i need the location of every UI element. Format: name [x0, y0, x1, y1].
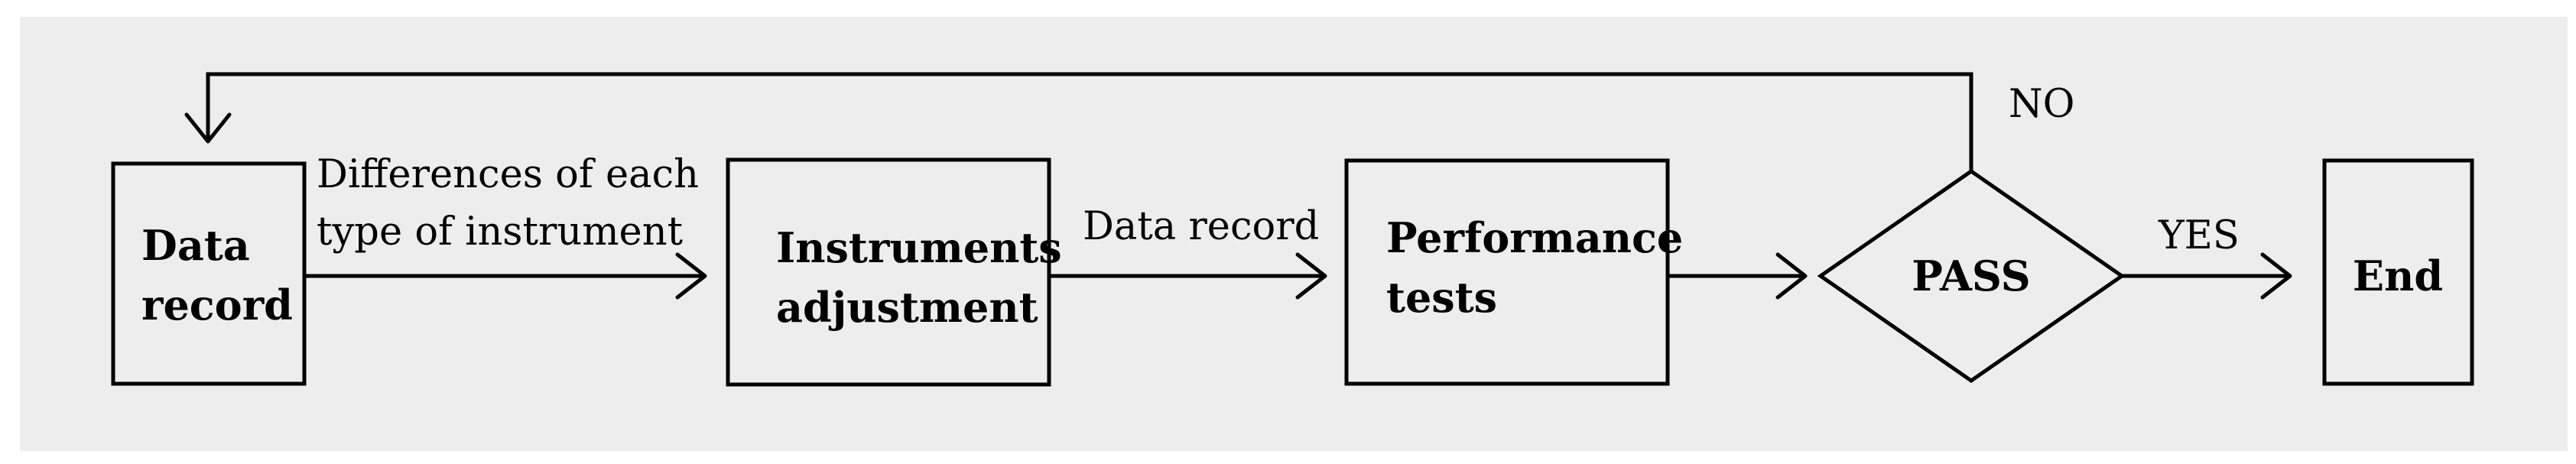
arrowhead	[1775, 252, 1808, 300]
node-pass-label: PASS	[1912, 251, 2030, 300]
edge-yes-label: YES	[2158, 213, 2240, 258]
edge-data-record-label: Data record	[1083, 204, 1319, 249]
arrowhead	[1295, 252, 1327, 300]
node-data-record: Data record	[111, 161, 307, 386]
edge-data-record-to-adjustment	[304, 252, 707, 300]
node-instruments-adjustment-box	[726, 157, 1051, 387]
node-end: End	[2322, 158, 2474, 386]
node-end-label: End	[2353, 251, 2443, 300]
edge-pass-to-data-record-no	[184, 72, 1973, 171]
arrowhead	[184, 112, 232, 144]
node-performance-tests-box	[1344, 158, 1670, 386]
node-data-record-line2: record	[141, 281, 293, 329]
node-instruments-adjustment: Instruments adjustment	[726, 157, 1062, 387]
edge-pass-to-end-yes	[2122, 252, 2292, 300]
node-pass-diamond	[1817, 168, 2126, 384]
diagram-background	[20, 17, 2568, 451]
node-performance-tests-line2: tests	[1386, 273, 1497, 322]
edge-differences-line1: Differences of each	[317, 152, 699, 197]
edge-performance-to-pass	[1668, 252, 1808, 300]
node-performance-tests-line1: Performance	[1386, 213, 1683, 262]
edge-no-label: NO	[2009, 82, 2074, 127]
node-pass-decision: PASS	[1817, 168, 2126, 384]
node-instruments-adjustment-line1: Instruments	[776, 223, 1062, 272]
node-data-record-line1: Data	[141, 221, 250, 270]
arrowhead	[2260, 252, 2292, 300]
node-performance-tests: Performance tests	[1344, 158, 1683, 386]
edge-adjustment-to-performance	[1049, 252, 1327, 300]
node-instruments-adjustment-line2: adjustment	[776, 283, 1038, 332]
arrowhead	[675, 252, 707, 300]
node-end-box	[2322, 158, 2474, 386]
node-data-record-box	[111, 161, 307, 386]
edge-differences-line2: type of instrument	[317, 209, 684, 255]
